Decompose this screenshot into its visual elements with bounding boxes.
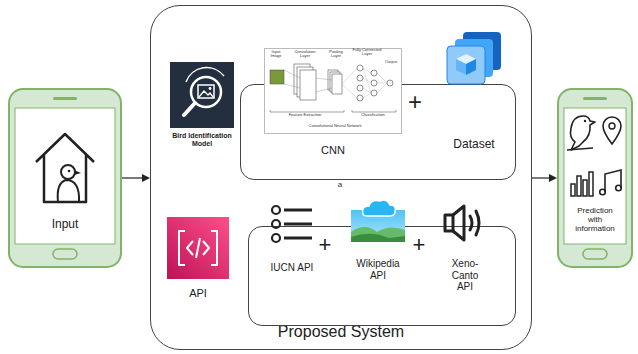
cnn-section-label: Feature Extraction xyxy=(284,113,326,117)
api-panel: + + IUCN API Wikipedia API Xeno-Canto API xyxy=(248,226,516,326)
cnn-layer-label: Output xyxy=(383,60,399,64)
cnn-layer-label: Pooling Layer xyxy=(324,50,348,58)
dataset-icon xyxy=(443,30,505,88)
cnn-layer-label: Convolution Layer xyxy=(290,50,320,58)
api-icon xyxy=(167,217,229,279)
iucn-api-box: IUCN API xyxy=(262,204,322,278)
cnn-section-label: Classification xyxy=(350,113,396,117)
wikipedia-api-box: Wikipedia API xyxy=(340,198,416,284)
api-icon-box: API xyxy=(162,217,234,305)
system-boundary: Proposed SystemBird Identification Model… xyxy=(150,5,532,350)
figure-letter: a xyxy=(334,181,346,189)
flow-arrow xyxy=(122,174,150,182)
wikipedia-icon xyxy=(349,198,407,242)
cnn-figure xyxy=(264,48,402,134)
prediction-phone: Prediction with information xyxy=(557,88,633,268)
cnn-layer-label: Fully Connected Layer xyxy=(352,48,382,56)
speaker-icon xyxy=(442,202,488,244)
phone-frame xyxy=(557,88,633,268)
input-phone: Input xyxy=(8,88,122,268)
node-text: Bird Identification Model xyxy=(166,132,238,148)
list-icon xyxy=(270,204,314,244)
cnn-layer-label: Input Image xyxy=(266,50,286,58)
node-text: + xyxy=(410,232,428,257)
xeno-canto-api-box: Xeno-Canto API xyxy=(432,202,498,298)
node-text: Xeno-Canto API xyxy=(445,258,485,293)
node-text: API xyxy=(162,287,234,300)
model-icon xyxy=(170,62,234,128)
node-text: + xyxy=(404,88,426,116)
model-panel: +CNNInput ImageConvolution LayerPooling … xyxy=(240,84,516,180)
model-icon-box: Bird Identification Model xyxy=(166,62,238,154)
node-text: Dataset xyxy=(435,138,513,152)
flow-arrow xyxy=(532,174,557,182)
node-text: CNN xyxy=(264,144,402,157)
node-text: + xyxy=(316,232,334,257)
node-text: IUCN API xyxy=(262,262,322,274)
dataset-box: Dataset xyxy=(435,30,513,156)
node-text: Prediction with information xyxy=(572,206,618,234)
cnn-figure-box: CNN Input Image Convolution Layer Pooling L… xyxy=(264,48,402,164)
phone-frame xyxy=(8,88,122,268)
node-text: Wikipedia API xyxy=(348,258,408,281)
cnn-caption: Convolutional Neural Network xyxy=(295,124,375,128)
node-text: Input xyxy=(8,218,122,232)
